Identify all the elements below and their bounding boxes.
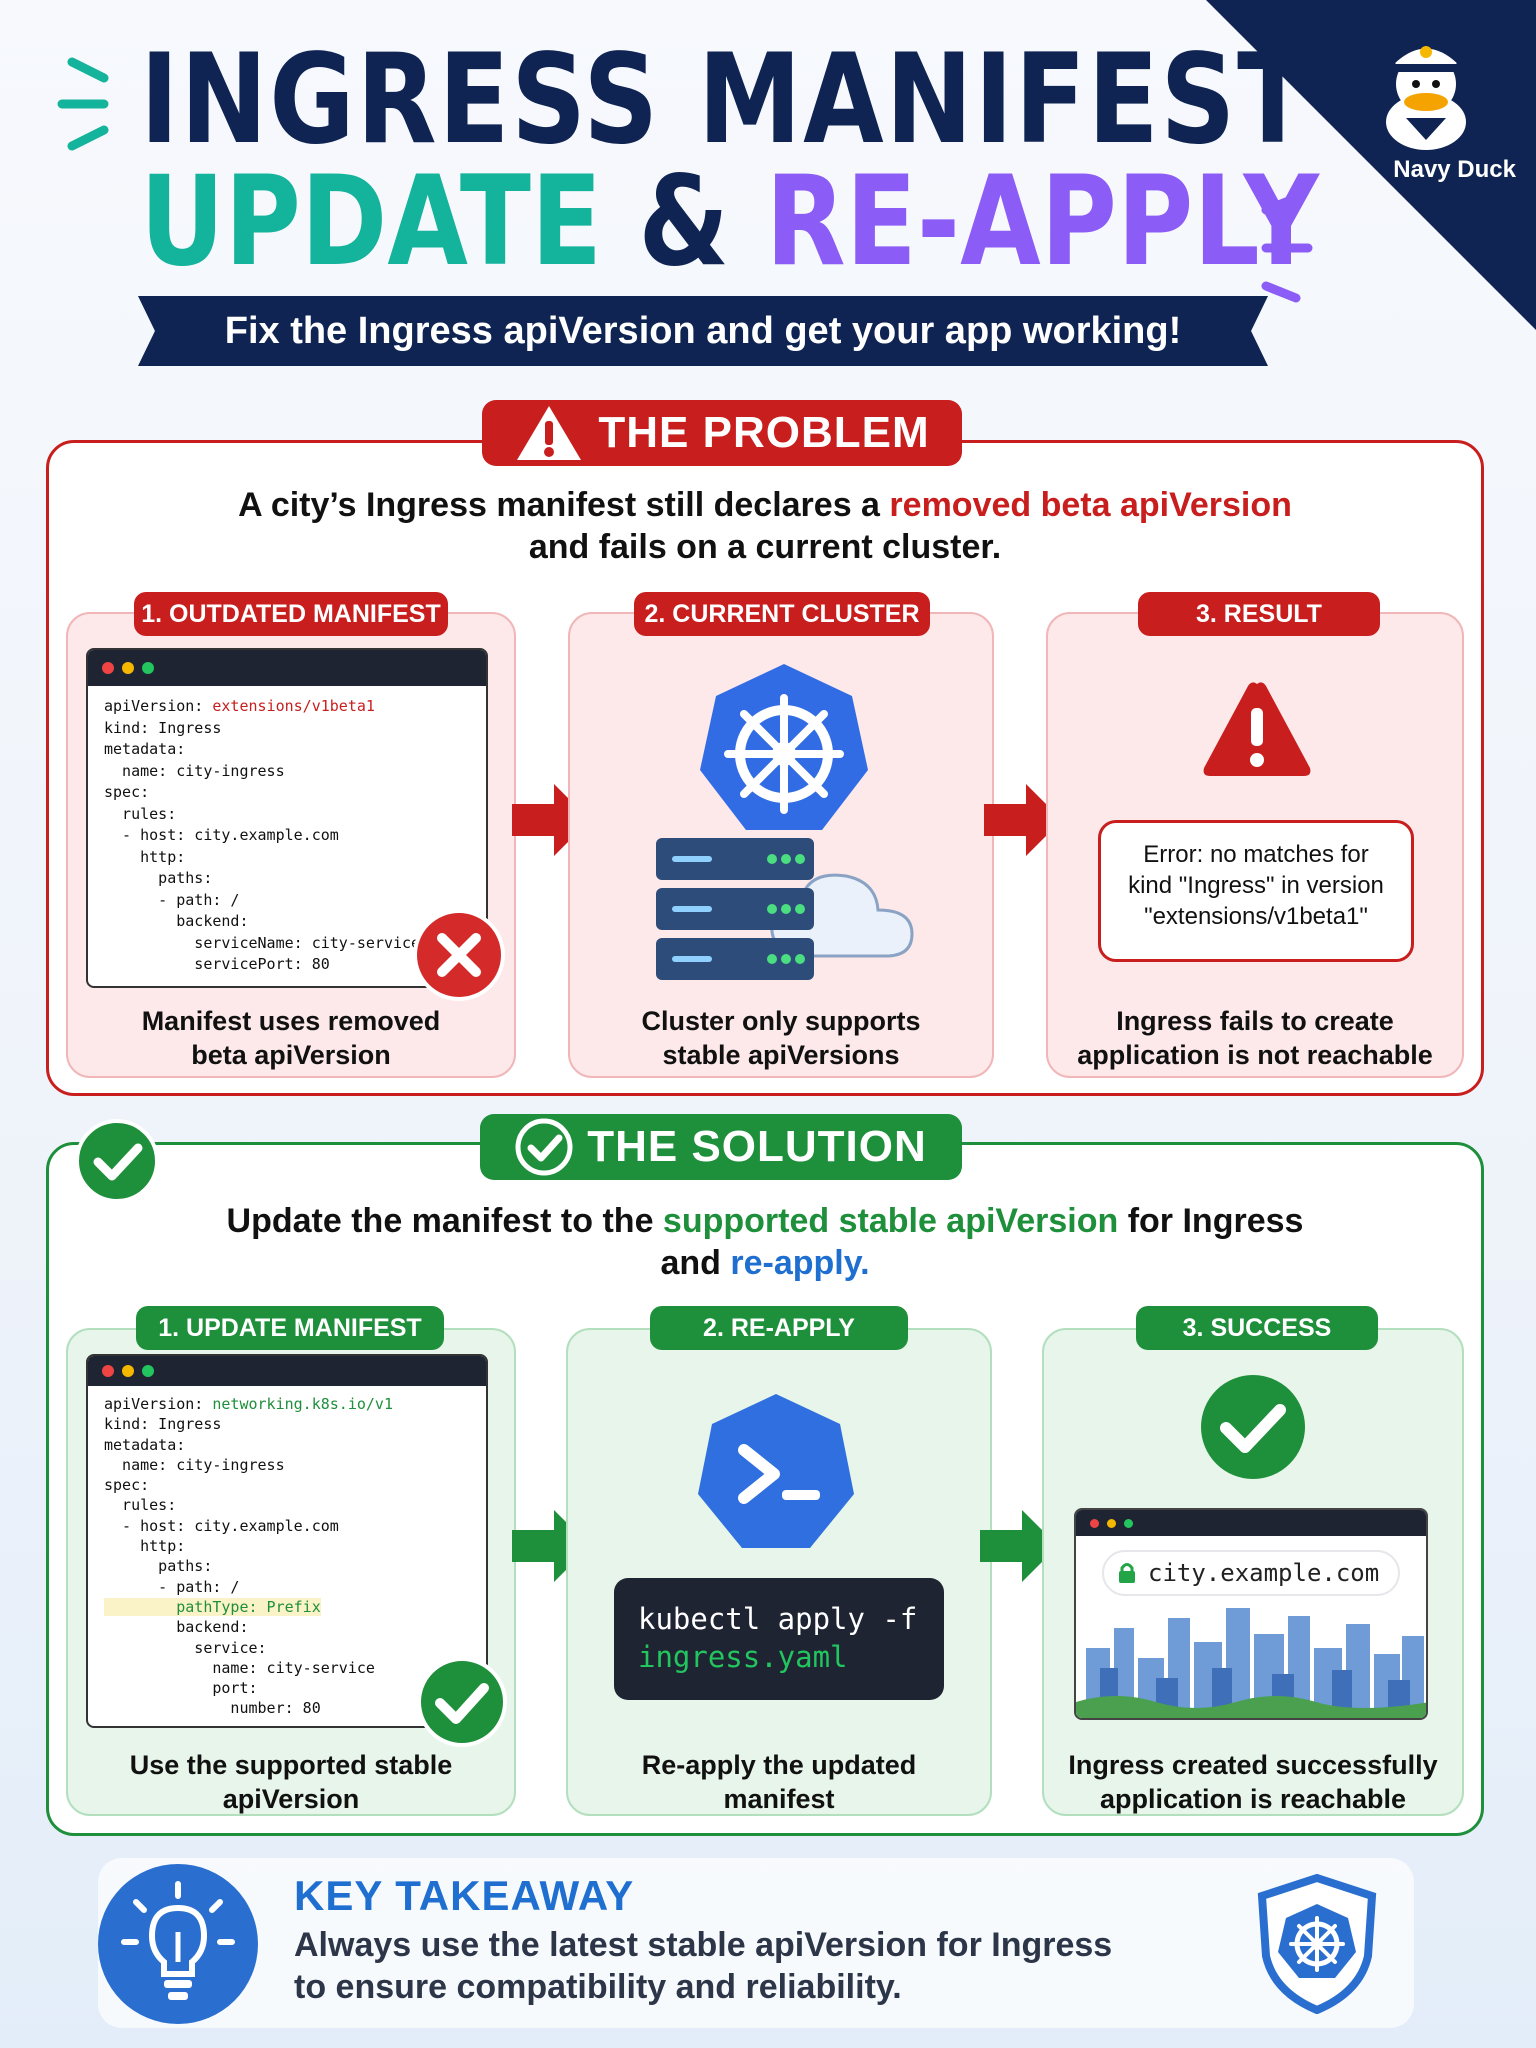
problem-step-3-label: 3. RESULT	[1138, 592, 1380, 636]
address-url: city.example.com	[1148, 1559, 1380, 1587]
warning-icon	[1203, 682, 1311, 776]
problem-step-1-label: 1. OUTDATED MANIFEST	[134, 592, 448, 636]
check-circle-icon	[1201, 1375, 1305, 1479]
subtitle-text: Fix the Ingress apiVersion and get your …	[224, 310, 1182, 352]
takeaway-card	[98, 1858, 1414, 2028]
kubectl-command-box: kubectl apply -f ingress.yaml	[614, 1578, 944, 1700]
kubernetes-shield-icon	[1257, 1874, 1377, 2014]
editor-titlebar	[88, 1356, 486, 1386]
city-skyline-icon	[1076, 1608, 1426, 1718]
check-circle-icon	[417, 1657, 507, 1747]
title-line-1: INGRESS MANIFEST	[140, 28, 1310, 172]
title-ampersand: &	[638, 150, 730, 294]
title-update: UPDATE	[140, 150, 603, 294]
problem-step-2-label: 2. CURRENT CLUSTER	[634, 592, 930, 636]
outdated-manifest-code: apiVersion: extensions/v1beta1 kind: Ing…	[104, 697, 421, 973]
outdated-manifest-editor: apiVersion: extensions/v1beta1 kind: Ing…	[86, 648, 488, 988]
kubernetes-icon	[700, 664, 868, 830]
browser-window: city.example.com	[1074, 1508, 1428, 1720]
lightbulb-icon	[98, 1864, 258, 2024]
brand-name: Navy Duck	[1393, 156, 1516, 183]
sparkle-left-icon	[57, 57, 109, 151]
lock-icon	[1119, 1563, 1135, 1583]
solution-step-2-label: 2. RE-APPLY	[650, 1306, 908, 1350]
browser-titlebar	[1076, 1510, 1426, 1536]
check-circle-icon	[75, 1119, 159, 1203]
takeaway-text: Always use the latest stable apiVersion …	[294, 1926, 1113, 2006]
check-circle-icon	[515, 1118, 573, 1176]
green-arrow-icon	[980, 1510, 1058, 1582]
red-arrow-icon	[984, 784, 1062, 856]
problem-lead-text: A city’s Ingress manifest still declares…	[238, 486, 890, 524]
takeaway-title: KEY TAKEAWAY	[294, 1872, 635, 1919]
title-reapply: RE-APPLY	[765, 150, 1319, 294]
sparkle-right-icon	[1261, 196, 1313, 303]
problem-badge: THE PROBLEM	[482, 400, 962, 466]
address-bar[interactable]: city.example.com	[1102, 1550, 1400, 1596]
editor-titlebar	[88, 650, 486, 686]
solution-badge: THE SOLUTION	[480, 1114, 962, 1180]
updated-manifest-code: apiVersion: networking.k8s.io/v1 kind: I…	[104, 1395, 393, 1718]
updated-manifest-editor: apiVersion: networking.k8s.io/v1 kind: I…	[86, 1354, 488, 1728]
solution-badge-text: THE SOLUTION	[587, 1122, 927, 1171]
problem-badge-text: THE PROBLEM	[598, 408, 930, 457]
problem-lead: A city’s Ingress manifest still declares…	[46, 484, 1484, 568]
error-x-icon	[413, 909, 505, 1001]
terminal-icon	[698, 1394, 854, 1548]
warning-icon	[517, 406, 582, 460]
server-cloud-icon	[656, 838, 914, 980]
problem-lead-text-2: and fails on a current cluster.	[528, 528, 1002, 566]
solution-step-3-label: 3. SUCCESS	[1136, 1306, 1378, 1350]
solution-lead: Update the manifest to the supported sta…	[226, 1202, 1304, 1282]
duck-mascot-icon	[1386, 45, 1466, 150]
title-line-2: UPDATE & RE-APPLY	[140, 160, 1319, 284]
subtitle-banner: Fix the Ingress apiVersion and get your …	[138, 296, 1268, 366]
problem-lead-highlight: removed beta apiVersion	[889, 486, 1292, 524]
solution-step-1-label: 1. UPDATE MANIFEST	[136, 1306, 444, 1350]
